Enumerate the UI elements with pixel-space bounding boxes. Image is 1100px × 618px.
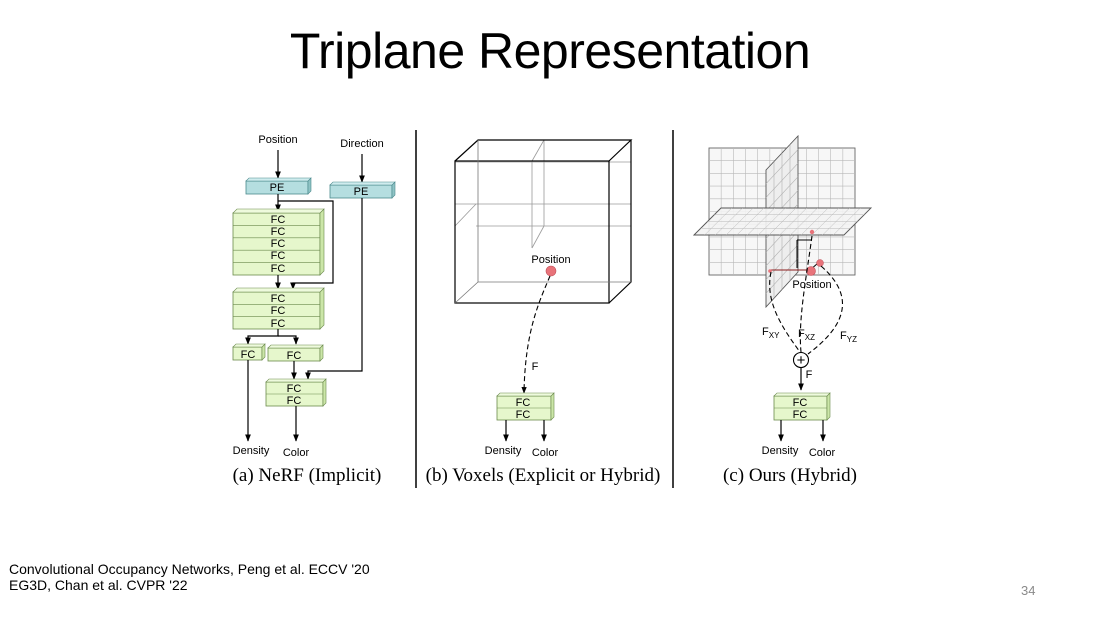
voxels-panel: Position F FC FC Density Color (b) Voxel… [426, 139, 661, 486]
triplane-proj-xz [809, 229, 815, 235]
nerf-caption: (a) NeRF (Implicit) [233, 465, 382, 486]
voxel-cube [454, 139, 633, 304]
svg-text:FC: FC [241, 349, 256, 361]
svg-text:FC: FC [271, 250, 286, 262]
f-yz-label: FYZ [840, 330, 857, 344]
svg-text:FC: FC [287, 383, 302, 395]
triplane-proj-yz [816, 259, 824, 267]
references: Convolutional Occupancy Networks, Peng e… [9, 561, 370, 593]
voxel-density-label: Density [485, 445, 522, 457]
voxel-feature-label: F [532, 361, 539, 373]
nerf-panel: Position Direction PE PE FC [232, 134, 396, 486]
svg-text:FC: FC [287, 395, 302, 407]
ours-panel: Position FXY FXZ FYZ + F FC FC Density C… [692, 134, 873, 486]
svg-text:PE: PE [354, 186, 369, 198]
sum-node [792, 351, 810, 369]
svg-text:PE: PE [270, 182, 285, 194]
svg-text:FC: FC [271, 293, 286, 305]
triplane-density-label: Density [762, 445, 799, 457]
nerf-pe-box: PE [245, 177, 312, 195]
svg-text:FC: FC [271, 214, 286, 226]
svg-text:FC: FC [271, 263, 286, 275]
f-xz-label: FXZ [798, 328, 815, 342]
voxel-color-label: Color [532, 447, 559, 459]
nerf-fc-feature: FC [267, 344, 324, 362]
nerf-fc-stack-3: FC FC FC [232, 287, 325, 330]
sum-symbol: + [797, 352, 806, 369]
ours-caption: (c) Ours (Hybrid) [723, 465, 857, 486]
nerf-color-label: Color [283, 447, 310, 459]
svg-text:FC: FC [793, 397, 808, 409]
svg-text:FC: FC [516, 409, 531, 421]
svg-text:FC: FC [516, 397, 531, 409]
triplane-color-label: Color [809, 447, 836, 459]
reference-line: EG3D, Chan et al. CVPR '22 [9, 577, 188, 593]
svg-text:FC: FC [271, 238, 286, 250]
nerf-fc-color: FC FC [265, 378, 327, 407]
triplane-proj-xy [768, 269, 772, 273]
triplane-planes [692, 134, 873, 309]
nerf-density-label: Density [233, 445, 270, 457]
svg-text:FC: FC [271, 305, 286, 317]
voxels-caption: (b) Voxels (Explicit or Hybrid) [426, 465, 661, 486]
nerf-fc-stack-5: FC FC FC FC FC [232, 208, 325, 276]
slide-title: Triplane Representation [289, 23, 811, 79]
triplane-feature-label: F [806, 369, 813, 381]
svg-text:FC: FC [271, 318, 286, 330]
svg-text:FC: FC [287, 350, 302, 362]
svg-text:FC: FC [793, 409, 808, 421]
svg-text:FC: FC [271, 226, 286, 238]
nerf-position-label: Position [258, 134, 297, 146]
triplane-position-label: Position [792, 279, 831, 291]
voxel-fc-stack: FC FC [496, 392, 555, 421]
reference-line: Convolutional Occupancy Networks, Peng e… [9, 561, 370, 577]
f-xy-label: FXY [762, 326, 780, 340]
page-number: 34 [1021, 583, 1036, 598]
triplane-fc-stack: FC FC [773, 392, 831, 421]
nerf-direction-label: Direction [340, 138, 383, 150]
nerf-fc-density: FC [232, 343, 266, 361]
voxel-query-point [545, 265, 557, 277]
voxel-position-label: Position [531, 254, 570, 266]
nerf-pe-box: PE [329, 181, 396, 199]
